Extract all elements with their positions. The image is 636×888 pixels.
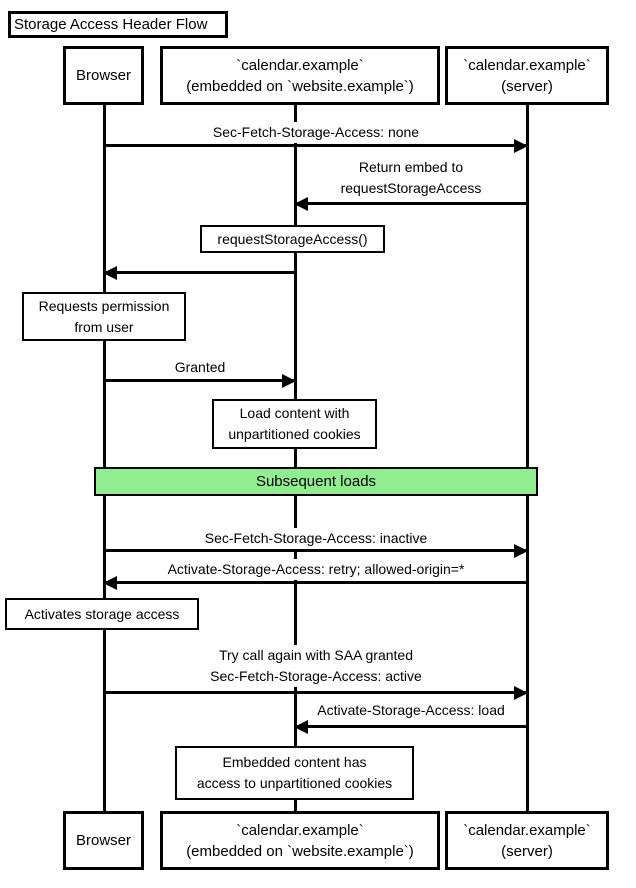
diagram-title: Storage Access Header Flow [14,16,208,33]
participant-browser-label: Browser [71,64,135,87]
msg-label-activate-retry: Activate-Storage-Access: retry; allowed-… [163,559,469,580]
arrow-sec-fetch-none [104,138,528,153]
msg-label-sec-fetch-inactive: Sec-Fetch-Storage-Access: inactive [200,528,432,549]
note-activates-storage-access: Activates storage access [5,598,199,630]
diagram-title-box: Storage Access Header Flow [8,11,228,38]
participant-browser-top: Browser [63,46,144,105]
arrow-granted [104,373,296,388]
msg-label-try-again: Try call again with SAA granted Sec-Fetc… [206,645,426,687]
note-requests-permission: Requests permission from user [22,292,186,341]
lifeline-server [525,105,529,811]
participant-server-bottom: `calendar.example` (server) [445,811,609,870]
note-load-content: Load content with unpartitioned cookies [212,399,377,449]
note-request-storage-access: requestStorageAccess() [200,225,385,253]
participant-server-label: `calendar.example` (server) [459,53,595,98]
msg-label-sec-fetch-none: Sec-Fetch-Storage-Access: none [208,122,424,143]
arrow-sec-fetch-inactive [104,543,528,558]
msg-label-return-embed: Return embed to requestStorageAccess [336,157,486,199]
participant-embed-bottom: `calendar.example` (embedded on `website… [160,811,440,870]
participant-server-label: `calendar.example` (server) [459,818,595,863]
msg-label-granted: Granted [170,357,230,378]
participant-browser-bottom: Browser [63,811,144,870]
arrow-return-embed [294,196,527,211]
lifeline-embed [293,105,297,811]
arrow-try-again [104,685,528,700]
band-label: Subsequent loads [255,473,377,490]
arrow-activate-retry [103,575,527,590]
participant-embed-top: `calendar.example` (embedded on `website… [160,46,440,105]
participant-embed-label: `calendar.example` (embedded on `website… [182,818,418,863]
participant-server-top: `calendar.example` (server) [445,46,609,105]
lifeline-browser [102,105,106,811]
msg-label-activate-load: Activate-Storage-Access: load [313,700,509,721]
participant-embed-label: `calendar.example` (embedded on `website… [182,53,418,98]
arrow-request-storage-access-call [103,265,295,280]
arrow-activate-load [294,719,527,734]
participant-browser-label: Browser [71,829,135,852]
band-subsequent-loads: Subsequent loads [94,467,538,496]
note-embedded-content: Embedded content has access to unpartiti… [175,746,414,800]
